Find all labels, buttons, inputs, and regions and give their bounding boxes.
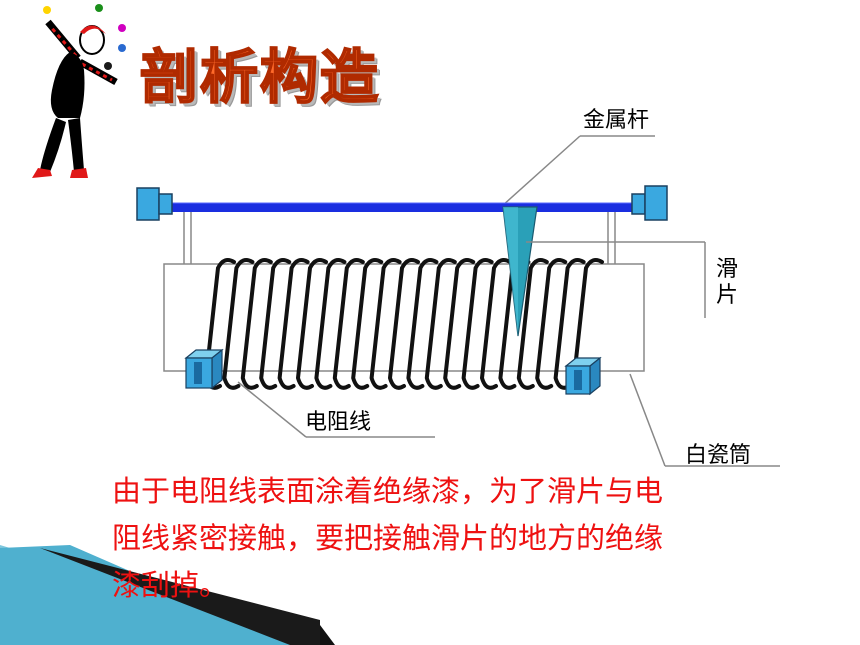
coil-turn: [406, 258, 439, 390]
coil-turn: [479, 258, 512, 390]
rod-terminal-left: [136, 187, 173, 221]
coil-turn: [424, 258, 457, 390]
porcelain-tube-leader: [629, 373, 780, 467]
coil-turn: [295, 258, 328, 390]
explanation-text: 由于电阻线表面涂着绝缘漆，为了滑片与电阻线紧密接触，要把接触滑片的地方的绝缘漆刮…: [112, 474, 664, 602]
label-resistance-wire: 电阻线: [305, 410, 372, 435]
coil-turn: [240, 258, 273, 390]
coil-turn: [387, 258, 420, 390]
porcelain-tube: [163, 212, 645, 372]
resistance-wire-leader: [237, 381, 435, 438]
label-slider: 滑片: [715, 257, 738, 308]
coil-turn: [516, 258, 549, 390]
coil-terminal-right: [564, 356, 602, 396]
label-porcelain-tube: 白瓷筒: [685, 443, 752, 468]
coil-turn: [461, 258, 494, 390]
slider-leader: [526, 241, 706, 318]
coil-turn: [351, 258, 384, 390]
decorative-wedge: [0, 545, 335, 645]
slider: [502, 206, 538, 337]
coil-turn: [222, 258, 255, 390]
metal-rod: [172, 202, 632, 212]
coil-turn: [369, 258, 402, 390]
coil-turn: [203, 258, 236, 390]
label-metal-rod: 金属杆: [583, 108, 650, 133]
juggler-figure-icon: [32, 4, 126, 178]
coil-turn: [259, 258, 292, 390]
metal-rod-leader: [501, 135, 655, 207]
coil-turn: [535, 258, 568, 390]
resistance-wire-coil: [203, 258, 604, 390]
coil-terminal-left: [184, 348, 224, 390]
page-title: 剖析构造: [139, 42, 381, 112]
coil-turn: [553, 258, 586, 390]
rod-terminal-right: [631, 185, 668, 221]
coil-turn: [332, 258, 365, 390]
coil-turn: [314, 258, 347, 390]
coil-turn: [443, 258, 476, 390]
coil-turn: [277, 258, 310, 390]
